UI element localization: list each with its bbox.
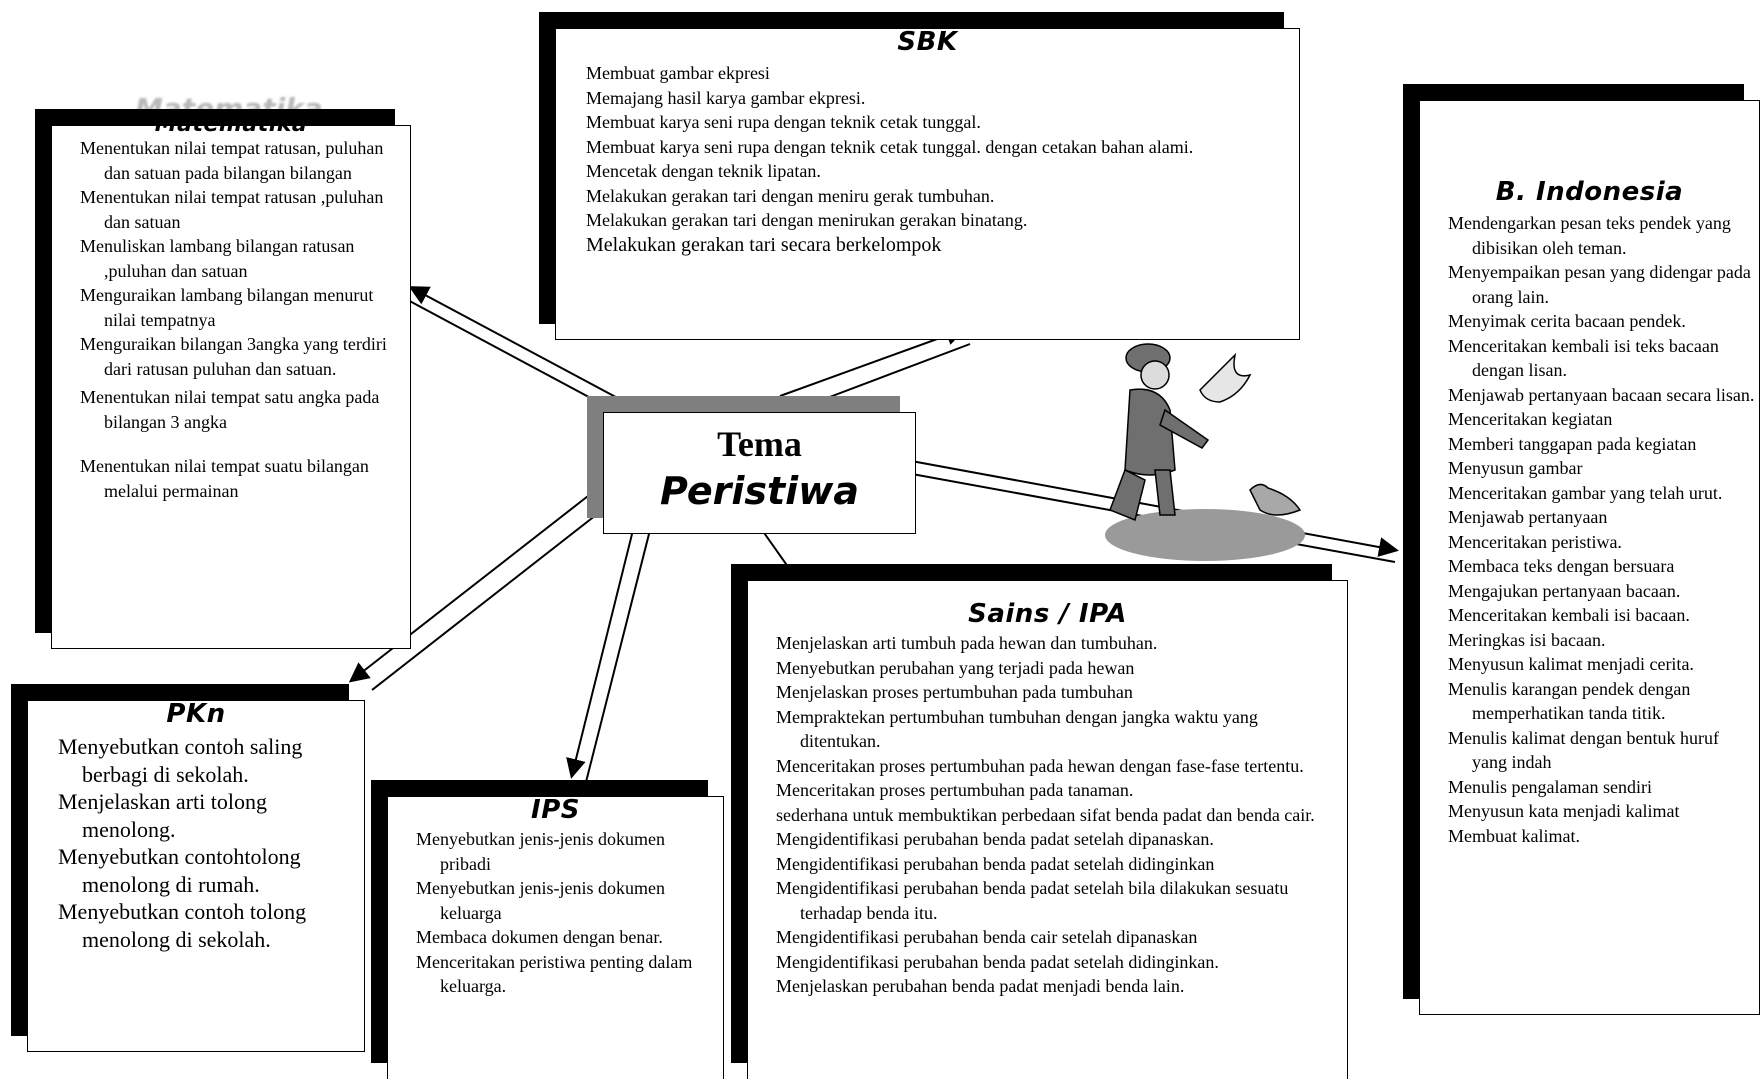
ips-list: Menyebutkan jenis-jenis dokumen pribadi … (416, 827, 707, 999)
list-item: Membaca teks dengan bersuara (1448, 556, 1675, 576)
list-item: Menjelaskan arti tolong menolong. (58, 789, 267, 842)
matematika-box: Matematika Menentukan nilai tempat ratus… (51, 112, 411, 649)
list-item: Menyebutkan contoh tolong menolong di se… (58, 899, 307, 952)
pigeon-flying (1199, 352, 1252, 403)
arrow-to-ips (566, 517, 637, 779)
sains-list: Menjelaskan arti tumbuh pada hewan dan t… (776, 631, 1337, 999)
list-item: Mengidentifikasi perubahan benda padat s… (776, 878, 1289, 923)
list-item: Menyusun kata menjadi kalimat (1448, 801, 1680, 821)
list-item: Mendengarkan pesan teks pendek yang dibi… (1448, 213, 1731, 258)
list-item: Menulis pengalaman sendiri (1448, 776, 1652, 797)
list-item: Menjawab pertanyaan (1448, 507, 1608, 527)
list-item: Mengidentifikasi perubahan benda padat s… (776, 951, 1219, 972)
list-item: Menceritakan proses pertumbuhan pada tan… (776, 780, 1134, 800)
list-item: Membaca dokumen dengan benar. (416, 927, 663, 947)
list-item: Menulis kalimat dengan bentuk huruf yang… (1448, 727, 1719, 773)
list-item: Mengidentifikasi perubahan benda cair se… (776, 927, 1198, 947)
list-item: Mengidentifikasi perubahan benda padat s… (776, 829, 1214, 849)
pigeon-ground (1249, 483, 1302, 516)
sbk-title: SBK (897, 27, 958, 57)
list-item: Menceritakan kembali isi teks bacaan den… (1448, 335, 1719, 381)
list-item: Menentukan nilai tempat ratusan, puluhan… (80, 138, 384, 183)
list-item: Menceritakan kegiatan (1448, 409, 1613, 429)
bindonesia-box: B. Indonesia Mendengarkan pesan teks pen… (1419, 100, 1760, 1015)
list-item: Mengajukan pertanyaan bacaan. (1448, 580, 1681, 601)
list-item: Mempraktekan pertumbuhan tumbuhan dengan… (776, 706, 1258, 752)
matematika-ghost-title: Matematika (135, 92, 323, 125)
list-item: Menulis karangan pendek dengan memperhat… (1448, 678, 1691, 724)
list-item: Membuat kalimat. (1448, 825, 1580, 846)
arrow-to-sbk (779, 326, 966, 397)
list-item: Menguraikan bilangan 3angka yang terdiri… (80, 334, 387, 379)
list-item: Menjelaskan proses pertumbuhan pada tumb… (776, 682, 1133, 702)
list-item: Meringkas isi bacaan. (1448, 629, 1606, 650)
center-theme-box: Tema Peristiwa (603, 412, 916, 534)
sbk-list: Membuat gambar ekpresi Memajang hasil ka… (586, 61, 1259, 257)
list-item: Menguraikan lambang bilangan menurut nil… (80, 285, 374, 330)
list-item: Menyebutkan contohtolong menolong di rum… (58, 844, 301, 897)
center-theme-title: Peristiwa (660, 469, 859, 513)
list-item: Menyebutkan jenis-jenis dokumen keluarga (416, 878, 665, 923)
list-item: Menyimak cerita bacaan pendek. (1448, 311, 1686, 331)
child-figure (1109, 343, 1210, 522)
list-item: Menceritakan gambar yang telah urut. (1448, 482, 1723, 503)
list-item: Menentukan nilai tempat suatu bilangan m… (80, 456, 369, 501)
list-item: Menceritakan peristiwa. (1448, 531, 1622, 552)
list-item: Menceritakan proses pertumbuhan pada hew… (776, 755, 1304, 776)
pkn-box: PKn Menyebutkan contoh saling berbagi di… (27, 699, 365, 1052)
list-item: Menyusun gambar (1448, 458, 1583, 478)
list-item: Melakukan gerakan tari secara berkelompo… (586, 233, 942, 256)
list-item: Mengidentifikasi perubahan benda padat s… (776, 853, 1215, 874)
list-item: Menyusun kalimat menjadi cerita. (1448, 654, 1694, 674)
ips-box: IPS Menyebutkan jenis-jenis dokumen prib… (387, 795, 724, 1079)
ips-title: IPS (531, 795, 580, 825)
arrow-to-bindonesia (894, 457, 1399, 557)
list-item: Membuat karya seni rupa dengan teknik ce… (586, 136, 1194, 157)
pkn-list: Menyebutkan contoh saling berbagi di sek… (58, 733, 354, 953)
matematika-list: Menentukan nilai tempat ratusan, puluhan… (80, 136, 396, 503)
list-item: Menceritakan kembali isi bacaan. (1448, 605, 1690, 625)
list-item: Membuat gambar ekpresi (586, 63, 770, 83)
list-item: Menentukan nilai tempat satu angka pada … (80, 387, 380, 432)
sains-title: Sains / IPA (968, 599, 1127, 629)
child-feeding-birds-illustration (1105, 343, 1305, 561)
list-item: Menyebutkan jenis-jenis dokumen pribadi (416, 829, 665, 874)
matematika-title: Matematika (154, 112, 308, 134)
bindonesia-title: B. Indonesia (1495, 177, 1684, 207)
list-item: Memberi tanggapan pada kegiatan (1448, 433, 1697, 454)
list-item: Melakukan gerakan tari dengan menirukan … (586, 210, 1028, 230)
list-item: Menyempaikan pesan yang didengar pada or… (1448, 262, 1751, 307)
arrow-to-matematika (408, 286, 641, 411)
list-item: Melakukan gerakan tari dengan meniru ger… (586, 185, 995, 206)
list-item: Memajang hasil karya gambar ekpresi. (586, 87, 866, 108)
list-item: Menuliskan lambang bilangan ratusan ,pul… (80, 236, 355, 281)
bindonesia-list: Mendengarkan pesan teks pendek yang dibi… (1448, 211, 1755, 848)
sains-box: Sains / IPA Menjelaskan arti tumbuh pada… (747, 580, 1348, 1079)
list-item: sederhana untuk membuktikan perbedaan si… (776, 804, 1315, 825)
list-item: Menyebutkan perubahan yang terjadi pada … (776, 657, 1135, 678)
list-item: Menjawab pertanyaan bacaan secara lisan. (1448, 384, 1755, 405)
list-item: Menjelaskan perubahan benda padat menjad… (776, 976, 1185, 996)
list-item: Membuat karya seni rupa dengan teknik ce… (586, 112, 981, 132)
pkn-title: PKn (166, 699, 226, 729)
list-item: Menentukan nilai tempat ratusan ,puluhan… (80, 187, 384, 232)
list-item: Menyebutkan contoh saling berbagi di sek… (58, 734, 303, 787)
list-item: Mencetak dengan teknik lipatan. (586, 161, 821, 181)
center-theme-label: Tema (717, 424, 802, 464)
arrow-to-pkn (348, 495, 589, 683)
list-item: Menceritakan peristiwa penting dalam kel… (416, 951, 693, 997)
sbk-box: SBK Membuat gambar ekpresi Memajang hasi… (555, 27, 1300, 340)
list-item: Menjelaskan arti tumbuh pada hewan dan t… (776, 633, 1158, 653)
